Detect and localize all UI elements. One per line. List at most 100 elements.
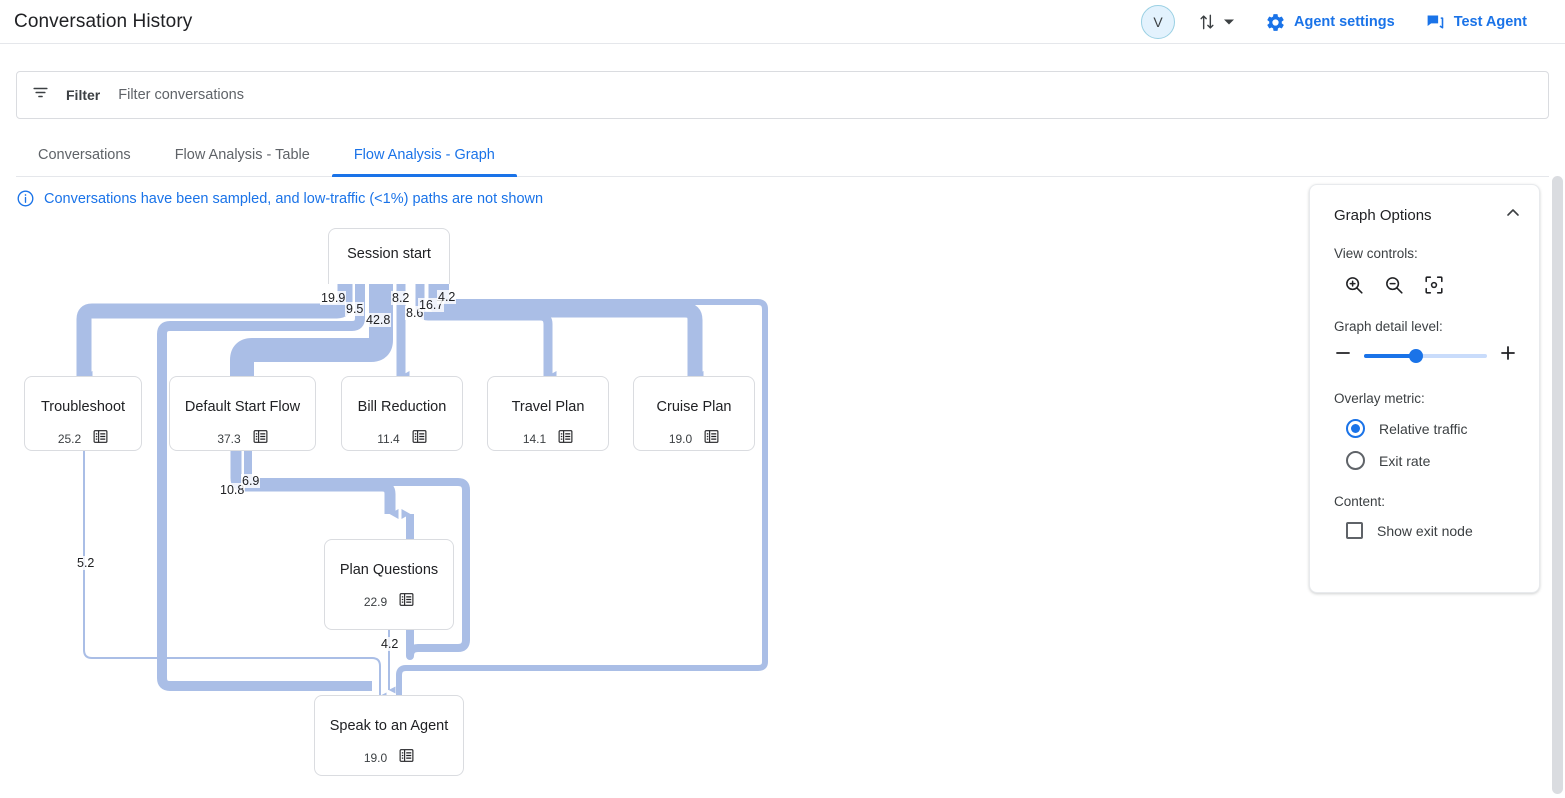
- chat-bubble-icon: [1425, 12, 1446, 33]
- node-session-start[interactable]: Session start: [328, 228, 450, 284]
- page-title: Conversation History: [14, 10, 193, 32]
- node-troubleshoot[interactable]: Troubleshoot 25.2: [24, 376, 142, 451]
- node-value: 37.3: [217, 432, 241, 446]
- checkbox-icon[interactable]: [1346, 522, 1363, 539]
- graph-options-header[interactable]: Graph Options: [1310, 185, 1539, 226]
- filter-bar[interactable]: Filter Filter conversations: [16, 71, 1549, 119]
- list-icon[interactable]: [93, 429, 108, 449]
- node-value: 25.2: [57, 432, 82, 446]
- graph-options-title: Graph Options: [1334, 207, 1432, 224]
- node-label: Plan Questions: [339, 562, 439, 578]
- radio-label: Exit rate: [1379, 452, 1431, 469]
- radio-exit-rate[interactable]: Exit rate: [1310, 451, 1539, 470]
- minus-icon[interactable]: [1334, 344, 1352, 367]
- list-icon[interactable]: [704, 429, 719, 449]
- sort-arrows-icon: [1197, 12, 1217, 32]
- edge-label: 9.5: [345, 302, 365, 316]
- fit-to-screen-icon[interactable]: [1422, 273, 1446, 297]
- node-metric: 19.0: [669, 429, 719, 449]
- slider-fill: [1364, 353, 1416, 358]
- agent-settings-button[interactable]: Agent settings: [1265, 12, 1395, 33]
- view-controls: [1310, 273, 1539, 297]
- filter-label: Filter: [66, 87, 101, 103]
- list-icon[interactable]: [558, 429, 573, 449]
- list-icon[interactable]: [412, 429, 427, 449]
- plus-icon[interactable]: [1499, 344, 1517, 367]
- node-label: Cruise Plan: [656, 399, 732, 415]
- test-agent-button[interactable]: Test Agent: [1425, 12, 1527, 33]
- edge-label: 4.2: [380, 637, 400, 651]
- filter-input[interactable]: Filter conversations: [118, 87, 244, 103]
- chevron-up-icon[interactable]: [1505, 205, 1521, 226]
- detail-level-label: Graph detail level:: [1334, 319, 1443, 334]
- tab-flow-analysis-table[interactable]: Flow Analysis - Table: [174, 146, 310, 163]
- node-label: Bill Reduction: [357, 399, 447, 415]
- agent-settings-label: Agent settings: [1293, 14, 1395, 30]
- node-label: Session start: [347, 246, 431, 262]
- info-icon: [16, 189, 35, 208]
- node-label: Speak to an Agent: [329, 718, 449, 734]
- sampling-notice: Conversations have been sampled, and low…: [16, 189, 543, 208]
- node-label: Default Start Flow: [184, 399, 301, 415]
- node-travel-plan[interactable]: Travel Plan 14.1: [487, 376, 609, 451]
- tab-conversations[interactable]: Conversations: [38, 146, 131, 163]
- node-metric: 22.9: [364, 592, 414, 612]
- radio-label: Relative traffic: [1379, 420, 1468, 437]
- node-cruise-plan[interactable]: Cruise Plan 19.0: [633, 376, 755, 451]
- avatar[interactable]: V: [1140, 5, 1175, 39]
- node-default-start-flow[interactable]: Default Start Flow 37.3: [169, 376, 316, 451]
- flow-graph-canvas[interactable]: Session start Troubleshoot 25.2 Default …: [0, 178, 1549, 798]
- view-controls-label: View controls:: [1334, 246, 1418, 261]
- tab-bar: Conversations Flow Analysis - Table Flow…: [16, 133, 1549, 177]
- list-icon[interactable]: [399, 748, 414, 768]
- edge-label: 4.2: [437, 290, 457, 304]
- radio-relative-traffic[interactable]: Relative traffic: [1310, 419, 1539, 438]
- edge-label: 19.9: [320, 291, 347, 305]
- radio-icon[interactable]: [1346, 451, 1365, 470]
- node-metric: 25.2: [58, 429, 108, 449]
- detail-level-slider[interactable]: [1364, 348, 1487, 363]
- zoom-out-icon[interactable]: [1382, 273, 1406, 297]
- node-speak-to-an-agent[interactable]: Speak to an Agent 19.0: [314, 695, 464, 776]
- edge-label: 5.2: [76, 556, 96, 570]
- content-label: Content:: [1334, 494, 1386, 509]
- node-label: Travel Plan: [511, 399, 585, 415]
- top-bar-actions: V Agent settings: [1140, 0, 1557, 44]
- test-agent-label: Test Agent: [1453, 14, 1527, 30]
- sampling-notice-text: Conversations have been sampled, and low…: [44, 190, 544, 207]
- avatar-initial: V: [1153, 14, 1163, 30]
- filter-icon: [31, 83, 50, 107]
- node-metric: 14.1: [523, 429, 573, 449]
- node-value: 14.1: [522, 432, 547, 446]
- node-plan-questions[interactable]: Plan Questions 22.9: [324, 539, 454, 630]
- scrollbar-thumb[interactable]: [1552, 176, 1563, 794]
- checkbox-label: Show exit node: [1377, 522, 1473, 539]
- edge-label: 6.9: [241, 474, 261, 488]
- list-icon[interactable]: [253, 429, 268, 449]
- top-bar: Conversation History V Agent setting: [0, 0, 1565, 44]
- node-metric: 11.4: [377, 429, 427, 449]
- tab-flow-analysis-graph[interactable]: Flow Analysis - Graph: [331, 133, 517, 177]
- vertical-scrollbar[interactable]: [1552, 176, 1563, 796]
- list-icon[interactable]: [399, 592, 414, 612]
- node-value: 19.0: [668, 432, 693, 446]
- chevron-down-icon: [1223, 16, 1235, 28]
- gear-icon: [1265, 12, 1286, 33]
- node-value: 11.4: [377, 432, 400, 446]
- detail-level-slider-row: [1310, 344, 1539, 367]
- radio-icon[interactable]: [1346, 419, 1365, 438]
- sort-control[interactable]: [1197, 12, 1235, 32]
- edge-label: 42.8: [365, 313, 392, 327]
- edge-label: 8.2: [391, 291, 411, 305]
- node-value: 19.0: [363, 751, 388, 765]
- node-metric: 37.3: [217, 429, 268, 449]
- edge-label: 10.8: [219, 483, 246, 497]
- node-bill-reduction[interactable]: Bill Reduction 11.4: [341, 376, 463, 451]
- zoom-in-icon[interactable]: [1342, 273, 1366, 297]
- node-metric: 19.0: [364, 748, 414, 768]
- node-value: 22.9: [363, 595, 388, 609]
- node-label: Troubleshoot: [40, 399, 126, 415]
- checkbox-show-exit-node[interactable]: Show exit node: [1310, 522, 1539, 539]
- graph-options-panel: Graph Options View controls:: [1309, 184, 1540, 593]
- slider-thumb[interactable]: [1408, 348, 1423, 363]
